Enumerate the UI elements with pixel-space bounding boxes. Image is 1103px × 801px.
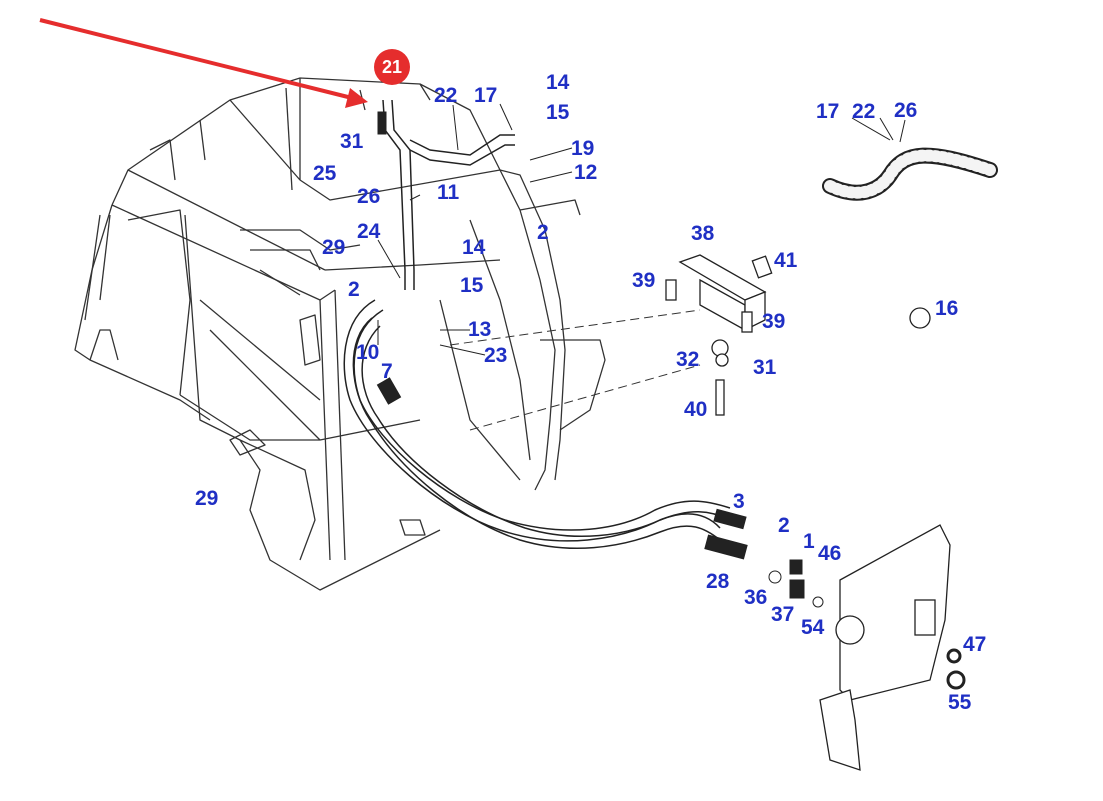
part-label-54: 54 (801, 616, 825, 639)
part-label-41: 41 (774, 249, 798, 272)
part-label-24: 24 (357, 220, 381, 243)
part-label-26: 26 (357, 185, 381, 208)
fittings (376, 111, 966, 690)
part-label-17: 17 (474, 84, 498, 107)
part-label-31: 31 (753, 356, 777, 379)
part-label-37: 37 (771, 603, 795, 626)
part-label-36: 36 (744, 586, 768, 609)
bracket-assembly (665, 254, 931, 416)
part-label-31: 31 (340, 130, 364, 153)
part-label-38: 38 (691, 222, 715, 245)
mounting-panel (819, 524, 951, 771)
part-label-15: 15 (546, 101, 570, 124)
part-label-32: 32 (676, 348, 700, 371)
part-label-13: 13 (468, 318, 492, 341)
leader-lines (377, 103, 906, 356)
part-label-39: 39 (632, 269, 656, 292)
part-label-2: 2 (778, 514, 790, 537)
part-label-40: 40 (684, 398, 708, 421)
part-label-2: 2 (348, 278, 360, 301)
part-label-25: 25 (313, 162, 337, 185)
leader-dashes (449, 309, 701, 431)
part-label-46: 46 (818, 542, 842, 565)
part-label-14: 14 (546, 71, 570, 94)
part-label-47: 47 (963, 633, 987, 656)
part-label-16: 16 (935, 297, 959, 320)
part-label-17: 17 (816, 100, 840, 123)
hose-assembly (343, 99, 731, 550)
part-label-23: 23 (484, 344, 508, 367)
part-label-22: 22 (434, 84, 458, 107)
cab-frame (74, 77, 606, 591)
part-label-10: 10 (356, 341, 380, 364)
highlight-badge: 21 (374, 49, 410, 85)
part-label-29: 29 (195, 487, 219, 510)
part-label-11: 11 (437, 181, 460, 204)
part-label-14: 14 (462, 236, 486, 259)
part-label-28: 28 (706, 570, 730, 593)
part-label-39: 39 (762, 310, 786, 333)
part-label-2: 2 (537, 221, 549, 244)
part-label-3: 3 (733, 490, 745, 513)
part-label-29: 29 (322, 236, 346, 259)
highlight-arrow (39, 18, 368, 108)
part-label-12: 12 (574, 161, 598, 184)
part-label-1: 1 (803, 530, 815, 553)
part-label-55: 55 (948, 691, 972, 714)
part-label-19: 19 (571, 137, 595, 160)
hose-part-26 (822, 147, 998, 201)
part-label-26: 26 (894, 99, 918, 122)
part-label-15: 15 (460, 274, 484, 297)
part-label-7: 7 (381, 360, 393, 383)
part-label-22: 22 (852, 100, 876, 123)
